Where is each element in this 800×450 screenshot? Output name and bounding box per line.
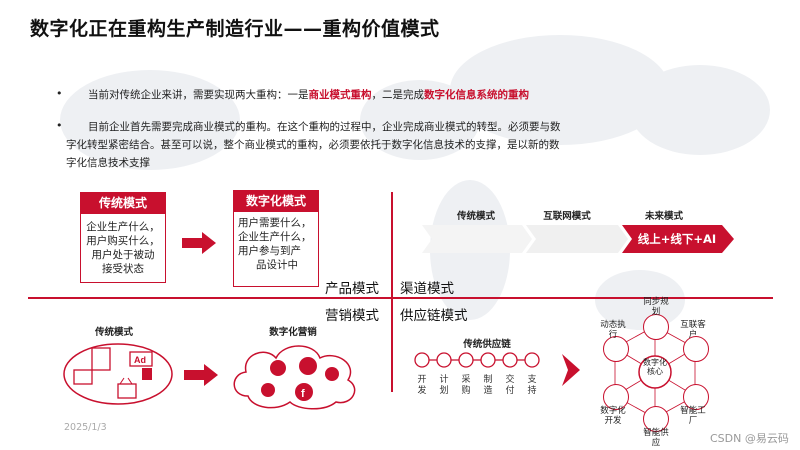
bullet-2: • 目前企业首先需要完成商业模式的重构。在这个重构的过程中，企业完成商业模式的转…: [56, 118, 766, 172]
bullet-2-line-1: 目前企业首先需要完成商业模式的重构。在这个重构的过程中，企业完成商业模式的转型。…: [88, 121, 561, 133]
bullet-1-text: 当前对传统企业来讲，需要实现两大重构：一是: [88, 89, 309, 101]
traditional-supply-chain-label: 传统供应链: [463, 339, 511, 350]
channel-stage-1: 传统模式: [456, 211, 495, 222]
body-line: 企业生产什么，: [238, 231, 312, 243]
supply-step-2: 计划: [439, 375, 449, 396]
traditional-model-body: 企业生产什么， 用户购买什么， 用户处于被动 接受状态: [80, 214, 166, 283]
node-label-sync-planning: 同步规划: [643, 297, 669, 317]
dynamic-execution-node: [603, 336, 629, 362]
body-line: 接受状态: [102, 263, 144, 275]
supply-step-5: 交付: [505, 375, 515, 396]
supply-chain-steps-icons: [414, 352, 540, 368]
body-line: 用户处于被动: [91, 249, 155, 261]
node-label-dynamic-execution: 动态执行: [600, 320, 626, 340]
node-label-connected-customer: 互联客户: [680, 320, 706, 340]
future-channel-banner: 线上+线下+AI: [637, 232, 717, 246]
traditional-marketing-illustration: Ad: [63, 343, 173, 405]
bullet-1-highlight-1: 商业模式重构: [308, 89, 372, 101]
supply-step-4: 制造: [483, 375, 493, 396]
vertical-divider: [391, 192, 393, 392]
marketing-digital-label: 数字化营销: [269, 327, 317, 338]
node-label-digital-development: 数字化开发: [600, 406, 626, 426]
digital-marketing-cloud: f: [233, 345, 356, 410]
bullet-1-text-mid: ，二是完成: [371, 89, 425, 101]
digital-development-node: [603, 384, 629, 410]
body-line: 用户购买什么，: [86, 235, 160, 247]
bullet-1-highlight-2: 数字化信息系统的重构: [424, 89, 529, 101]
smart-factory-node: [683, 384, 709, 410]
marketing-traditional-label: 传统模式: [94, 327, 133, 338]
channel-progression-arrow: [422, 225, 734, 253]
product-model-label: 产品模式: [325, 281, 379, 297]
connected-customer-node: [683, 336, 709, 362]
channel-stage-2: 互联网模式: [543, 211, 591, 222]
footer-date: 2025/1/3: [64, 422, 107, 433]
smart-supply-node: [643, 406, 669, 432]
channel-model-label: 渠道模式: [400, 281, 454, 297]
traditional-model-header: 传统模式: [80, 192, 166, 214]
digital-supply-network: [614, 325, 696, 419]
bullet-1: • 当前对传统企业来讲，需要实现两大重构：一是商业模式重构，二是完成数字化信息系…: [56, 86, 756, 104]
body-line: 企业生产什么，: [86, 221, 160, 233]
svg-text:f: f: [301, 388, 305, 400]
node-label-smart-supply: 智能供应: [643, 428, 669, 448]
digital-model-header: 数字化模式: [233, 190, 319, 212]
node-label-smart-factory: 智能工厂: [680, 406, 706, 426]
bullet-2-line-2: 字化转型紧密结合。甚至可以说，整个商业模式的重构，必须要依托于数字化信息技术的支…: [66, 139, 560, 151]
supply-step-3: 采购: [461, 375, 471, 396]
traditional-model-box: 传统模式 企业生产什么， 用户购买什么， 用户处于被动 接受状态: [80, 192, 166, 283]
marketing-arrow-icon: [184, 364, 218, 386]
supply-chain-label: 供应链模式: [400, 308, 468, 324]
body-line: 用户需要什么，: [238, 217, 312, 229]
supply-chain-chevron-icon: [562, 354, 580, 386]
body-line: 品设计中: [256, 259, 298, 271]
svg-text:Ad: Ad: [134, 355, 146, 365]
sync-planning-node: [643, 314, 669, 340]
digital-model-box: 数字化模式 用户需要什么， 企业生产什么， 用户参与到产 品设计中: [233, 190, 319, 287]
page-title: 数字化正在重构生产制造行业——重构价值模式: [30, 18, 440, 40]
supply-step-1: 开发: [417, 375, 427, 396]
marketing-model-label: 营销模式: [325, 308, 379, 324]
channel-stage-3: 未来模式: [644, 211, 683, 222]
bullet-dot: •: [56, 87, 63, 100]
arrow-right-icon: [182, 232, 216, 254]
supply-step-6: 支持: [527, 375, 537, 396]
bullet-2-line-3: 字化信息技术支撑: [66, 157, 150, 169]
bullet-dot: •: [56, 119, 63, 132]
digital-model-body: 用户需要什么， 企业生产什么， 用户参与到产 品设计中: [233, 212, 319, 287]
horizontal-divider: [28, 297, 773, 299]
footer-watermark: CSDN @易云码: [710, 432, 789, 445]
body-line: 用户参与到产: [238, 245, 301, 257]
digital-core-label: 数字化核心: [643, 358, 667, 376]
